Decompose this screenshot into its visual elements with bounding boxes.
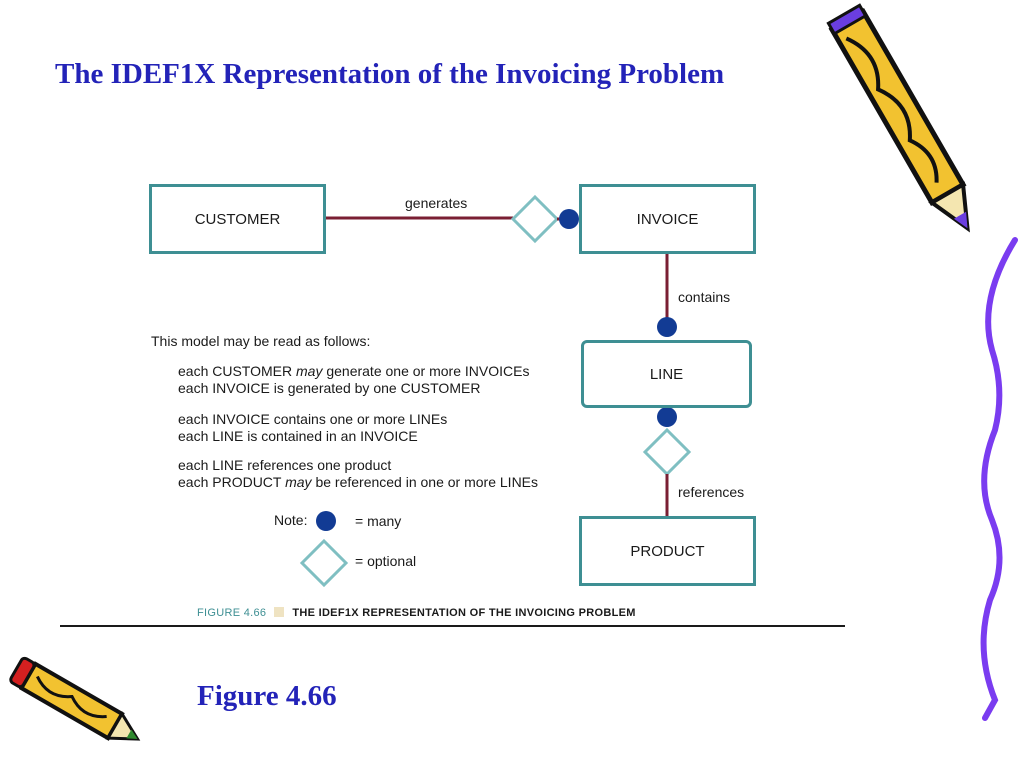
- legend-many-dot: [316, 511, 336, 531]
- invoice-many-dot: [559, 209, 579, 229]
- figure-caption: FIGURE 4.66 THE IDEF1X REPRESENTATION OF …: [197, 607, 636, 619]
- legend-optional-diamond: [299, 538, 349, 588]
- model-statement: each LINE references one product: [178, 457, 392, 473]
- legend-note-label: Note:: [274, 512, 308, 528]
- relationship-references-label: references: [678, 484, 745, 500]
- wavy-line: [980, 237, 1018, 721]
- entity-line-label: LINE: [649, 365, 684, 383]
- pencil-icon: [826, 3, 970, 233]
- model-statement: each INVOICE is generated by one CUSTOME…: [178, 380, 481, 396]
- entity-customer-label: CUSTOMER: [194, 210, 281, 228]
- model-reading-intro: This model may be read as follows:: [151, 333, 371, 349]
- entity-invoice-label: INVOICE: [636, 210, 699, 228]
- caption-number: FIGURE 4.66: [197, 607, 267, 619]
- line-references-many-dot: [657, 407, 677, 427]
- model-statement: each LINE is contained in an INVOICE: [178, 428, 418, 444]
- entity-product: PRODUCT: [579, 516, 756, 586]
- legend-optional-label: = optional: [355, 553, 417, 569]
- figure-label: Figure 4.66: [197, 680, 337, 712]
- caption-title: THE IDEF1X REPRESENTATION OF THE INVOICI…: [292, 607, 636, 619]
- entity-invoice: INVOICE: [579, 184, 756, 254]
- relationship-contains-label: contains: [678, 289, 731, 305]
- line-many-dot: [657, 317, 677, 337]
- legend-many-label: = many: [355, 513, 402, 529]
- entity-product-label: PRODUCT: [630, 542, 705, 560]
- caption-marker: [274, 607, 285, 617]
- pencil-icon: [9, 656, 141, 741]
- entity-line: LINE: [581, 340, 752, 408]
- slide-title: The IDEF1X Representation of the Invoici…: [55, 58, 725, 90]
- model-statement: each PRODUCT may be referenced in one or…: [178, 474, 539, 490]
- model-statement: each CUSTOMER may generate one or more I…: [178, 363, 530, 379]
- model-statement: each INVOICE contains one or more LINEs: [178, 411, 448, 427]
- generates-optional-diamond: [510, 194, 560, 244]
- entity-customer: CUSTOMER: [149, 184, 326, 254]
- references-optional-diamond: [642, 427, 692, 477]
- relationship-generates-label: generates: [405, 195, 468, 211]
